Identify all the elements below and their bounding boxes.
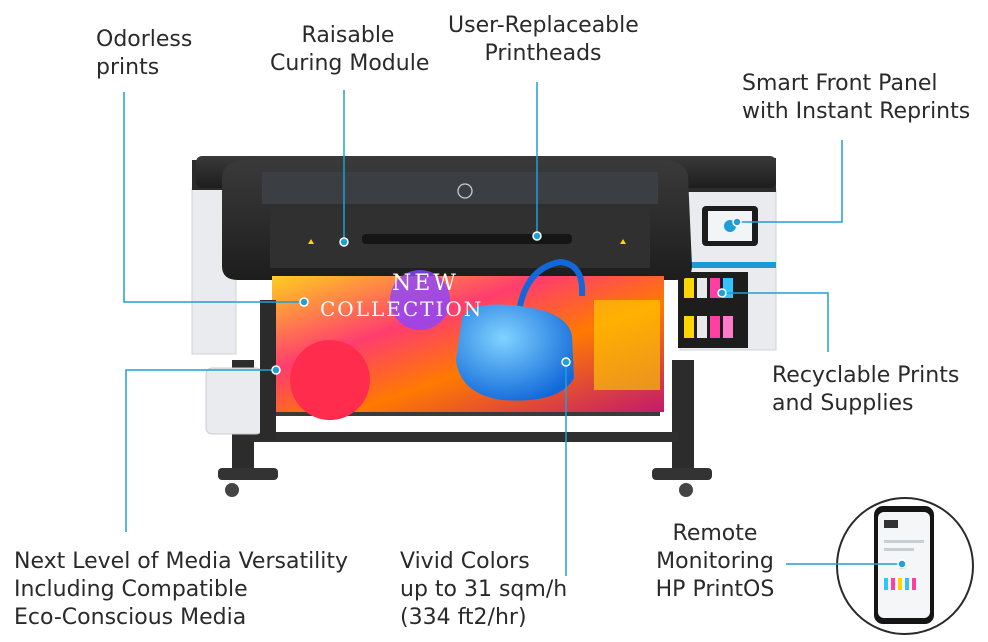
callout-media-versatility: Next Level of Media Versatility Includin… xyxy=(14,549,349,630)
callout-printheads: User-Replaceable Printheads xyxy=(448,13,639,66)
callout-lines xyxy=(123,82,902,576)
printer-body xyxy=(196,156,776,280)
callout-recyclable: Recyclable Prints and Supplies xyxy=(772,363,960,416)
callout-dots xyxy=(271,217,907,569)
callout-curing-module: Raisable Curing Module xyxy=(270,23,430,76)
printed-poster: NEW COLLECTION xyxy=(272,258,664,420)
callout-odorless: Odorless prints xyxy=(96,27,193,80)
callout-front-panel: Smart Front Panel with Instant Reprints xyxy=(742,71,971,124)
front-panel-display xyxy=(702,206,758,246)
poster-line-2: COLLECTION xyxy=(320,297,483,321)
ink-cartridges xyxy=(678,272,748,348)
callout-remote-monitoring: Remote Monitoring HP PrintOS xyxy=(655,521,775,602)
poster-line-1: NEW xyxy=(392,271,459,296)
callout-vivid-colors: Vivid Colors up to 31 sqm/h (334 ft2/hr) xyxy=(400,549,568,630)
